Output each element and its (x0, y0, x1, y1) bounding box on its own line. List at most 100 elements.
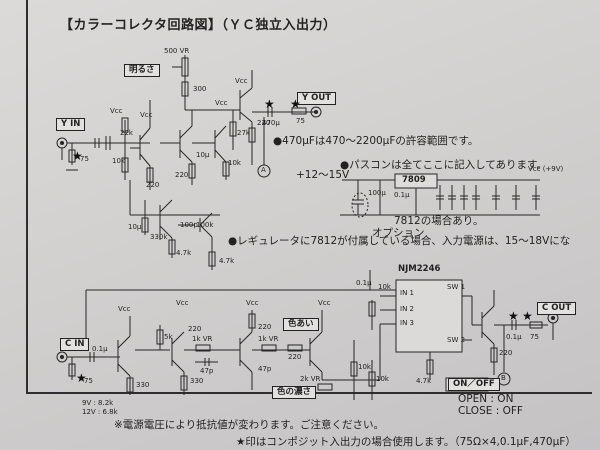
resistor-1k-vr2 (261, 344, 277, 352)
option-label: オプション (372, 227, 425, 239)
resistor-5k (156, 329, 164, 345)
resistor-10k-e3 (222, 161, 230, 177)
r47k-label-ic: 4.7k (416, 377, 432, 385)
vcc-label-3: Vcc (215, 99, 228, 107)
r10k-label-1: 10k (112, 157, 125, 165)
saturation-vr-2k (317, 383, 333, 391)
brightness-r-label: 300 (193, 85, 207, 93)
vcc-label-c2: Vcc (176, 299, 189, 307)
resistor-10k-bias (121, 157, 129, 173)
r220-label-c3: 220 (258, 323, 272, 331)
resistor-300 (181, 81, 189, 97)
resistor-75-yin (68, 149, 76, 163)
c01-label-psu: 0.1μ (394, 191, 410, 199)
resistor-10k-c5 (350, 361, 358, 377)
r220-label-2: 220 (175, 171, 189, 179)
resistor-47k-b (208, 251, 216, 267)
star-marker-y1: ★ (264, 97, 275, 111)
c100-label: 100μ (368, 189, 386, 197)
resistor-75-yout (291, 107, 307, 115)
brightness-vr-label: 500 VR (164, 47, 190, 55)
resistor-220-cout (490, 347, 498, 363)
vcc-label-2: Vcc (140, 111, 153, 119)
resistor-330-c1 (126, 377, 134, 393)
resistor-22k (121, 117, 129, 133)
note-composite: ★印はコンポジット入出力の場合使用します。（75Ω×4,0.1μF,470μF） (236, 436, 576, 448)
open-on-label: OPEN : ON (458, 393, 514, 405)
y-in-label: Y IN (56, 118, 86, 131)
c470-label: 470μ (262, 119, 280, 127)
r100k-label: 100k (196, 221, 214, 229)
vcc-label-1: Vcc (110, 107, 123, 115)
y-out-connector (310, 106, 322, 118)
r75-label-yin: 75 (80, 155, 89, 163)
resistor-330-c2 (180, 375, 188, 391)
vcc-label-c1: Vcc (118, 305, 131, 313)
ic-pin-sw2: SW 2 (447, 336, 466, 344)
r220-label-cout: 220 (499, 349, 513, 357)
vcc-label-c4: Vcc (318, 299, 331, 307)
note-bypass: ●パスコンは全てここに記入してあります。 (340, 159, 547, 171)
c01-label-cin: 0.1μ (92, 345, 108, 353)
c01-label-cout: 0.1μ (506, 333, 522, 341)
ic-njm2246 (395, 279, 463, 353)
regulator-label: 7809 (402, 175, 426, 185)
r10k-label-ic: 10k (378, 283, 391, 291)
note-7812: 7812の場合あり。 (394, 215, 484, 227)
c100p-label: 100p (180, 221, 198, 229)
note-cap-range: ●470μFは470〜2200μFの許容範囲です。 (273, 135, 479, 147)
r330-label-1: 330 (136, 381, 150, 389)
vcc-label-c3: Vcc (246, 299, 259, 307)
r10-label: 10μ (196, 151, 210, 159)
r47k-label-1: 4.7k (176, 249, 192, 257)
resistor-220-out (248, 127, 256, 143)
resistor-10k-c6 (368, 371, 376, 387)
ref-b-label: B (501, 374, 506, 382)
switch-label: ON／OFF (448, 378, 500, 391)
psu-label: +12〜15V (296, 169, 350, 181)
star-marker-yin: ★ (72, 149, 83, 163)
star-marker-c1: ★ (508, 309, 519, 323)
resistor-220-e1 (146, 167, 154, 183)
ic-pin-sw1: SW 1 (447, 283, 466, 291)
resistor-75-cout (529, 321, 543, 329)
c01-label-ic: 0.1μ (356, 279, 372, 287)
option-7812-marker (351, 192, 369, 218)
resistor-220-c4 (287, 344, 303, 352)
hue-label: 色あい (283, 318, 319, 331)
y-out-label: Y OUT (297, 92, 337, 105)
r220-label-3: 220 (257, 119, 271, 127)
close-off-label: CLOSE : OFF (458, 405, 523, 417)
r47p-label-1: 47p (200, 367, 214, 375)
ic-pin-3: IN 3 (400, 319, 414, 327)
r10k-label-c1: 10k (358, 363, 371, 371)
ic-label: NJM2246 (398, 264, 441, 274)
resistor-330k (141, 217, 149, 233)
ref-a-label: A (261, 166, 266, 174)
resistor-220-c3 (248, 313, 256, 329)
note-regulator: ●レギュレータに7812が付属している場合、入力電源は、15〜18Vにな (228, 235, 571, 247)
resistor-47k-a (168, 239, 176, 255)
r75-label-1: 75 (296, 117, 305, 125)
star-marker-c2: ★ (522, 309, 533, 323)
ic-pin-1: IN 1 (400, 289, 414, 297)
c10-label-2: 10μ (128, 223, 142, 231)
resistor-75-cin (68, 363, 76, 377)
hue-vr-1k (195, 344, 211, 352)
r10k-label-2: 10k (228, 159, 241, 167)
r330-label-2: 330 (190, 377, 204, 385)
r75-label-cout: 75 (530, 333, 539, 341)
resistor-220-e2 (188, 163, 196, 179)
r27k-label: 27k (237, 129, 250, 137)
r47k-label-2: 4.7k (219, 257, 235, 265)
vcc-label-4: Vcc (235, 77, 248, 85)
star-marker-y2: ★ (290, 97, 301, 111)
r1kvr-label: 1k VR (258, 335, 279, 343)
supply-label: Vcc (+9V) (528, 165, 564, 173)
r220-label-c4: 220 (288, 353, 302, 361)
c-in-label: C IN (60, 338, 90, 351)
resistor-47k-ic (426, 359, 434, 375)
ref-point-a (257, 164, 271, 178)
